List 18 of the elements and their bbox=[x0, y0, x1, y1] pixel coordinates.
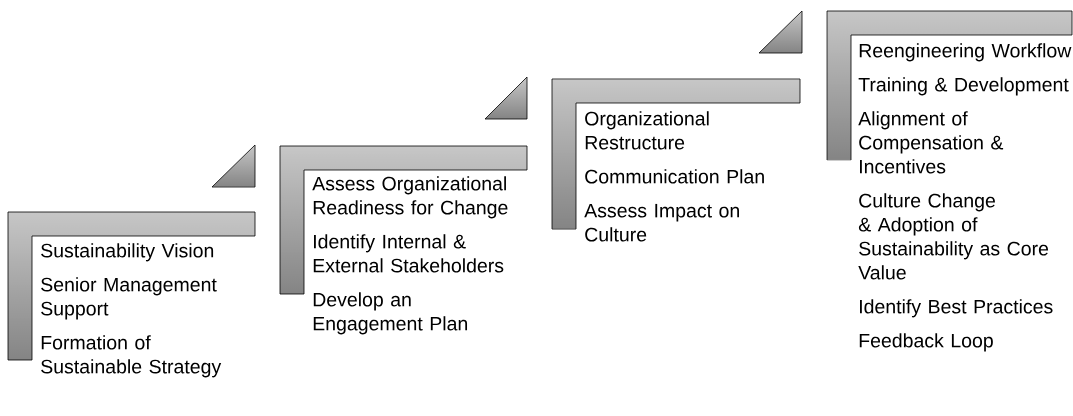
list-item: Assess Organizational Readiness for Change bbox=[312, 176, 508, 219]
step-triangle bbox=[758, 10, 803, 54]
list-item: Organizational Restructure bbox=[585, 111, 709, 150]
list-item: Alignment of Compensation & Incentives bbox=[858, 111, 1004, 174]
list-item: Reengineering Workflow bbox=[859, 43, 1072, 62]
list-item: Training & Development bbox=[858, 77, 1069, 96]
list-item: Assess Impact on Culture bbox=[584, 203, 739, 242]
list-item: Identify Best Practices bbox=[860, 299, 1053, 318]
list-item: Feedback Loop bbox=[859, 333, 993, 352]
step-triangle bbox=[484, 76, 528, 120]
list-item: Communication Plan bbox=[585, 169, 764, 184]
list-item: Sustainability Vision bbox=[41, 243, 214, 262]
list-item: Formation of Sustainable Strategy bbox=[41, 335, 222, 378]
list-item: Develop an Engagement Plan bbox=[313, 292, 467, 335]
list-item: Senior Management Support bbox=[41, 277, 217, 320]
list-item: Culture Change & Adoption of Sustainability as Core Value bbox=[858, 193, 1049, 280]
list-item: Identify Internal & External Stakeholders bbox=[313, 234, 504, 273]
step-triangle bbox=[211, 144, 256, 188]
